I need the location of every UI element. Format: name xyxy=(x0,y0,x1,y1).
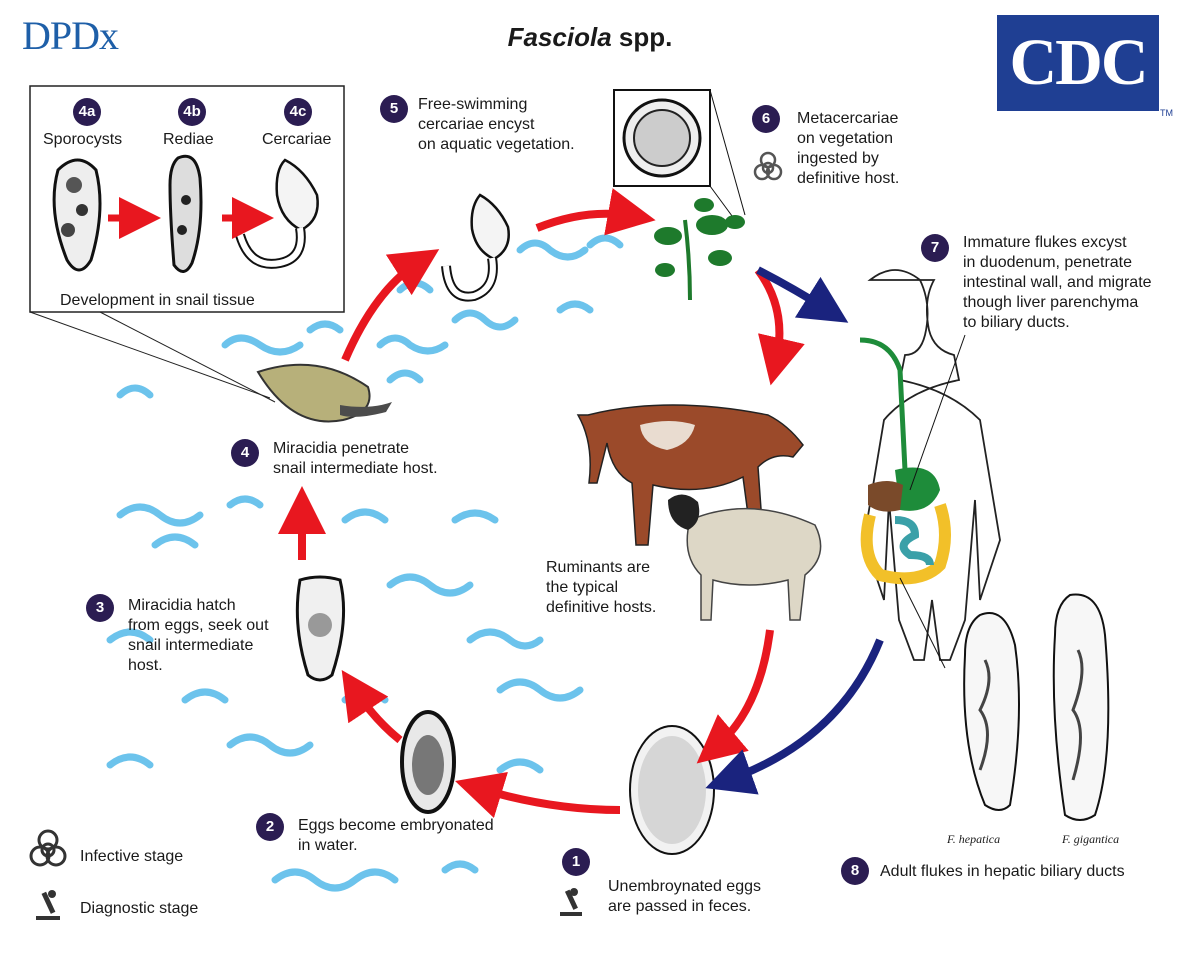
badge-4a: 4a xyxy=(73,98,101,126)
label-rediae: Rediae xyxy=(163,131,214,148)
snail-figure xyxy=(256,363,392,423)
redia-figure xyxy=(168,154,203,273)
badge-4b: 4b xyxy=(178,98,206,126)
badge-5: 5 xyxy=(380,95,408,123)
badge-1: 1 xyxy=(562,848,590,876)
microscope-icon-stage1 xyxy=(560,888,582,916)
water-waves xyxy=(106,234,624,892)
embryonated-egg-figure xyxy=(400,710,456,814)
badge-2: 2 xyxy=(256,813,284,841)
cdc-logo: CDC xyxy=(997,15,1159,111)
fluke-hepatica-figure xyxy=(963,612,1020,811)
badge-8: 8 xyxy=(841,857,869,885)
label-cercariae: Cercariae xyxy=(262,131,332,148)
badge-3: 3 xyxy=(86,594,114,622)
unembryonated-egg-figure xyxy=(629,725,715,855)
microscope-icon xyxy=(36,890,60,920)
badge-7: 7 xyxy=(921,234,949,262)
miracidium-figure xyxy=(295,575,346,682)
sporocyst-figure xyxy=(52,158,102,272)
snail-box-caption: Development in snail tissue xyxy=(60,292,255,309)
cdc-trademark: TM xyxy=(1160,108,1173,118)
cercaria-figure xyxy=(235,158,319,269)
species-gigantica: F. gigantica xyxy=(1062,832,1120,846)
free-cercaria-figure xyxy=(441,193,510,302)
badge-4: 4 xyxy=(231,439,259,467)
human-figure xyxy=(863,269,1001,661)
biohazard-icon xyxy=(29,829,67,867)
sheep-figure xyxy=(668,494,822,621)
digestive-tract xyxy=(859,337,951,585)
badge-6: 6 xyxy=(752,105,780,133)
species-hepatica: F. hepatica xyxy=(947,832,1001,846)
fluke-gigantica-figure xyxy=(1052,593,1110,821)
vegetation-figure xyxy=(654,198,745,301)
page-title: Fasciola spp. xyxy=(507,22,673,52)
biohazard-icon-stage6 xyxy=(753,151,783,181)
lifecycle-arrows xyxy=(278,188,884,818)
stage8-text: Adult flukes in hepatic biliary ducts xyxy=(880,863,1125,880)
label-sporocysts: Sporocysts xyxy=(43,131,123,148)
badge-4c: 4c xyxy=(284,98,312,126)
legend-infective-label: Infective stage xyxy=(80,848,184,865)
cow-figure xyxy=(576,404,804,546)
legend-diagnostic-label: Diagnostic stage xyxy=(80,900,199,917)
dpdx-logo: DPDx xyxy=(22,13,119,58)
